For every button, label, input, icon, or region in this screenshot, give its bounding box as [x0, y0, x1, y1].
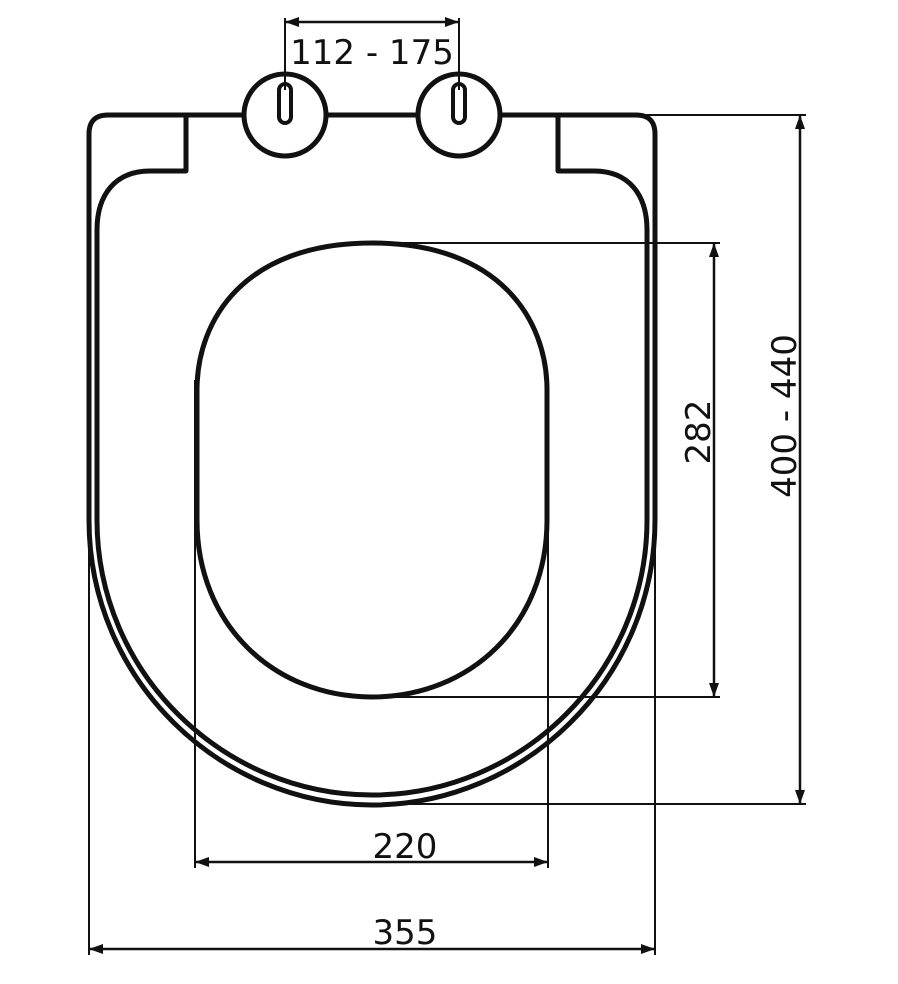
- seat-width-label: 355: [373, 913, 438, 953]
- seat-length-arrow-top: [795, 115, 805, 129]
- hinge-arrow-right: [445, 17, 459, 27]
- seat-width-dimension: 355: [88, 520, 656, 955]
- hinge-spacing-label: 112 - 175: [290, 33, 454, 73]
- opening-width-label: 220: [373, 827, 438, 867]
- opening-length-dimension: 282: [372, 242, 720, 698]
- seat-outer-outline: [86, 112, 658, 808]
- left-lid-notch: [94, 112, 189, 523]
- opening-length-arrow-bottom: [709, 683, 719, 697]
- opening-arrow-left: [195, 857, 209, 867]
- opening-width-dimension: 220: [194, 380, 549, 868]
- opening-length-arrow-top: [709, 243, 719, 257]
- seat-width-arrow-left: [89, 944, 103, 954]
- hinge-spacing-dimension: 112 - 175: [284, 17, 460, 90]
- right-lid-notch: [555, 112, 650, 523]
- seat-length-arrow-bottom: [795, 790, 805, 804]
- seat-inner-rim: [94, 517, 650, 798]
- opening-arrow-right: [534, 857, 548, 867]
- opening-length-label: 282: [679, 400, 719, 465]
- hinge-arrow-left: [285, 17, 299, 27]
- seat-opening-outline: [194, 240, 550, 700]
- seat-length-dimension: 400 - 440: [372, 114, 806, 805]
- seat-length-label: 400 - 440: [765, 334, 805, 498]
- seat-width-arrow-right: [641, 944, 655, 954]
